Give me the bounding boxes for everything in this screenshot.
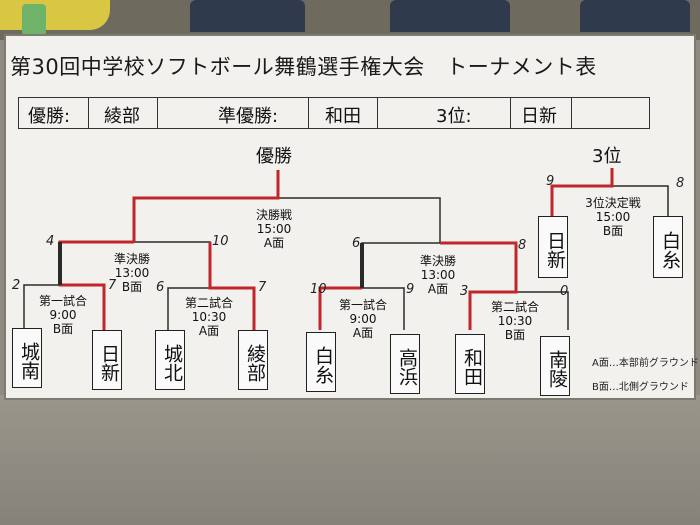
score-mark: 8 — [518, 238, 527, 253]
results-cell — [88, 97, 158, 129]
champion-label: 優勝: — [28, 106, 71, 127]
match-time: 10:30 — [191, 310, 227, 324]
match-court: B面 — [504, 328, 526, 342]
legend-a-court: A面…本部前グラウンド — [592, 358, 699, 369]
final-name: 決勝戦 — [255, 208, 292, 222]
score-mark: 8 — [676, 176, 685, 191]
results-cell — [308, 97, 378, 129]
match-court: A面 — [352, 326, 374, 340]
score-mark: 6 — [156, 280, 165, 295]
champion-value: 綾部 — [104, 106, 140, 127]
team-card: 城南 — [12, 328, 42, 388]
score-mark: 7 — [258, 280, 267, 295]
third-place-name: 3位決定戦 — [585, 196, 641, 210]
score-mark: 9 — [406, 282, 415, 297]
third-place-heading: 3位 — [592, 146, 622, 167]
semi-left-court: B面 — [121, 280, 143, 294]
score-mark: 3 — [460, 284, 469, 299]
third-place-court: B面 — [602, 224, 624, 238]
board-title: 第30回中学校ソフトボール舞鶴選手権大会 トーナメント表 — [10, 55, 597, 79]
legend-b-court: B面…北側グラウンド — [592, 382, 689, 393]
score-mark: 7 — [108, 278, 117, 293]
match-info: 第二試合 10:30 A面 — [180, 296, 238, 338]
third-place-time: 15:00 — [595, 210, 631, 224]
third-place-label: 3位: — [436, 106, 472, 127]
team-card: 南陵 — [540, 336, 570, 396]
score-mark: 10 — [310, 282, 327, 297]
team-card: 高浜 — [390, 334, 420, 394]
match-time: 9:00 — [49, 308, 77, 322]
final-match-info: 決勝戦 15:00 A面 — [246, 208, 302, 250]
spectator-yellow-jacket — [0, 0, 110, 30]
team-card: 日新 — [538, 216, 568, 278]
match-name: 第二試合 — [184, 296, 233, 310]
background-ground — [0, 395, 700, 525]
team-card: 和田 — [455, 334, 485, 394]
folding-chair — [580, 0, 690, 32]
semi-right-name: 準決勝 — [419, 254, 456, 268]
team-card: 城北 — [155, 330, 185, 390]
team-card: 白糸 — [306, 332, 336, 392]
match-name: 第一試合 — [338, 298, 387, 312]
semi-right-court: A面 — [427, 282, 449, 296]
green-bottle — [22, 4, 46, 36]
score-mark: 2 — [12, 278, 21, 293]
runner-up-label: 準優勝: — [218, 106, 279, 127]
third-place-match-info: 3位決定戦 15:00 B面 — [578, 196, 648, 238]
match-name: 第二試合 — [490, 300, 539, 314]
results-bar — [18, 97, 650, 129]
score-mark: 6 — [352, 236, 361, 251]
team-card: 日新 — [92, 330, 122, 390]
match-info: 第一試合 9:00 A面 — [334, 298, 392, 340]
match-court: B面 — [52, 322, 74, 336]
semi-left-name: 準決勝 — [113, 252, 150, 266]
semi-left-time: 13:00 — [114, 266, 150, 280]
final-heading: 優勝 — [256, 146, 292, 167]
semi-right-time: 13:00 — [420, 268, 456, 282]
match-info: 第一試合 9:00 B面 — [34, 294, 92, 336]
score-mark: 4 — [46, 234, 55, 249]
match-name: 第一試合 — [38, 294, 87, 308]
folding-chair — [190, 0, 305, 32]
runner-up-value: 和田 — [325, 106, 361, 127]
match-court: A面 — [198, 324, 220, 338]
semi-right-info: 準決勝 13:00 A面 — [410, 254, 466, 296]
final-time: 15:00 — [256, 222, 292, 236]
team-card: 白糸 — [653, 216, 683, 278]
team-card: 綾部 — [238, 330, 268, 390]
final-court: A面 — [263, 236, 285, 250]
score-mark: 9 — [546, 174, 555, 189]
folding-chair — [390, 0, 510, 32]
semi-left-info: 準決勝 13:00 B面 — [104, 252, 160, 294]
match-time: 10:30 — [497, 314, 533, 328]
match-time: 9:00 — [349, 312, 377, 326]
third-place-value: 日新 — [521, 106, 557, 127]
results-cell — [510, 97, 572, 129]
score-mark: 0 — [560, 284, 569, 299]
score-mark: 10 — [212, 234, 229, 249]
match-info: 第二試合 10:30 B面 — [486, 300, 544, 342]
